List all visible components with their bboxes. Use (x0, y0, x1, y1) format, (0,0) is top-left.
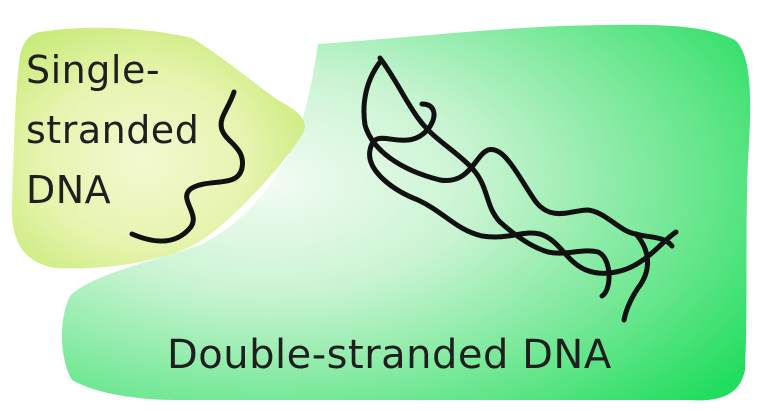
double-stranded-dna-label: Double-stranded DNA (167, 328, 612, 382)
single-stranded-label-line-3: DNA (26, 160, 199, 220)
single-stranded-label-line-2: stranded (26, 100, 199, 160)
single-stranded-dna-label: Single- stranded DNA (26, 40, 199, 220)
single-stranded-label-line-1: Single- (26, 40, 199, 100)
